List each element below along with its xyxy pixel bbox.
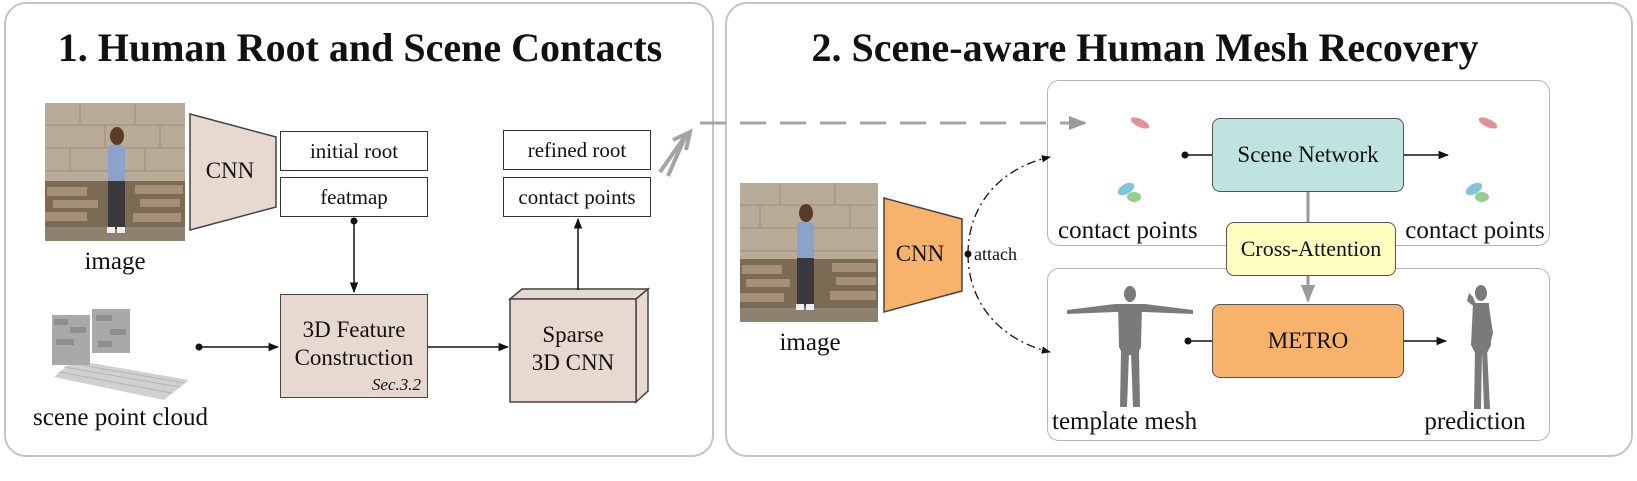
stage1-title: 1. Human Root and Scene Contacts [57,25,663,70]
feature-construction-line2: Construction [294,345,414,370]
prediction-caption: prediction [1424,408,1526,435]
stage2-cnn-block [883,197,963,313]
stage2-input-image [740,183,878,322]
contact-points-output-glyph [1465,117,1498,202]
featmap-box: featmap [280,177,428,217]
metro-block: METRO [1212,304,1404,378]
scene-point-cloud-image [52,309,189,400]
stage2-cnn-label: CNN [895,241,945,266]
refined-root-box: refined root [503,130,651,170]
template-mesh-figure [1067,286,1193,407]
contact-points-input-caption: contact points [1058,217,1198,244]
contact-points-input-glyph [1117,117,1150,202]
stage1-input-image [45,103,185,241]
stage1-image-caption: image [84,248,146,275]
feature-construction-block: 3D Feature Construction Sec.3.2 [280,294,428,398]
feature-construction-line1: 3D Feature [302,317,406,342]
stage1-cnn-label: CNN [205,158,255,183]
scene-network-block: Scene Network [1212,118,1404,192]
stage2-title: 2. Scene-aware Human Mesh Recovery [811,25,1479,70]
sparse-3d-cnn-block [508,287,651,404]
contact-points-box: contact points [503,177,651,217]
cross-attention-block: Cross-Attention [1226,222,1396,276]
sparse-cnn-line1: Sparse [542,322,604,347]
initial-root-box: initial root [280,131,428,171]
attach-label: attach [974,244,1017,264]
scene-point-cloud-caption: scene point cloud [33,404,208,431]
stage1-cnn-block [189,113,277,231]
feature-construction-ref: Sec.3.2 [371,375,421,394]
stage2-image-caption: image [779,329,841,356]
sparse-cnn-line2: 3D CNN [531,350,615,375]
template-mesh-caption: template mesh [1052,408,1198,435]
prediction-figure [1467,285,1493,409]
contact-points-output-caption: contact points [1405,217,1545,244]
